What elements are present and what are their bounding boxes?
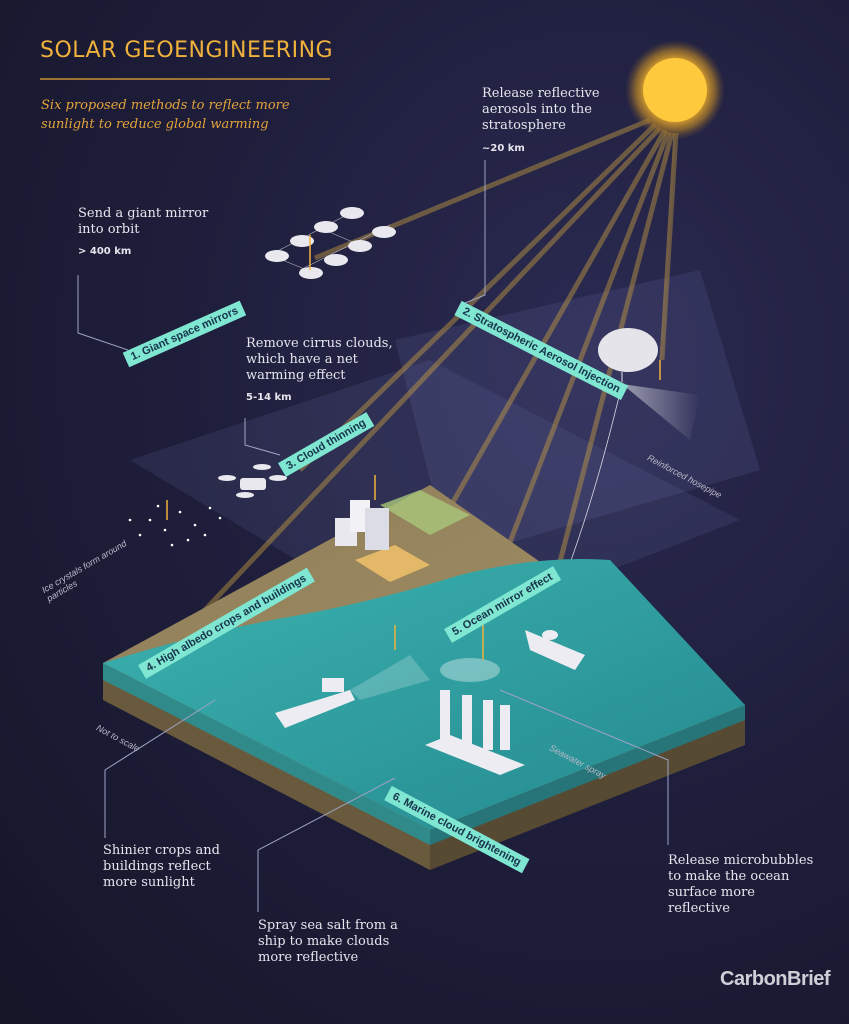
method-5-description: Release microbubbles to make the ocean s…	[668, 853, 814, 916]
page-title: SOLAR GEOENGINEERING	[40, 38, 334, 63]
method-4-description: Shinier crops and buildings reflect more…	[103, 843, 220, 890]
method-1-description: Send a giant mirror into orbit	[78, 206, 209, 237]
method-2-distance: ~20 km	[482, 143, 525, 154]
balloon-icon	[547, 328, 700, 621]
stratosphere-layer	[395, 270, 760, 560]
ship-icon-2	[525, 630, 585, 670]
leader-lines	[77, 160, 669, 912]
ground-block	[103, 475, 745, 870]
method-6-description: Spray sea salt from a ship to make cloud…	[258, 918, 398, 965]
brand-logo: CarbonBrief	[720, 968, 831, 990]
page-subtitle: Six proposed methods to reflect more sun…	[41, 98, 290, 132]
method-3-description: Remove cirrus clouds, which have a net w…	[246, 336, 393, 383]
method-3-distance: 5-14 km	[246, 392, 292, 403]
ship-icon	[275, 678, 355, 728]
spray-platform-icon	[425, 658, 525, 775]
space-mirrors-icon	[265, 207, 396, 279]
method-2-description: Release reflective aerosols into the str…	[482, 86, 600, 133]
method-1-distance: > 400 km	[78, 246, 132, 257]
ice-particles	[128, 504, 222, 547]
spray-cone	[350, 655, 430, 700]
drone-icon	[218, 464, 287, 498]
sun-core	[643, 58, 707, 122]
